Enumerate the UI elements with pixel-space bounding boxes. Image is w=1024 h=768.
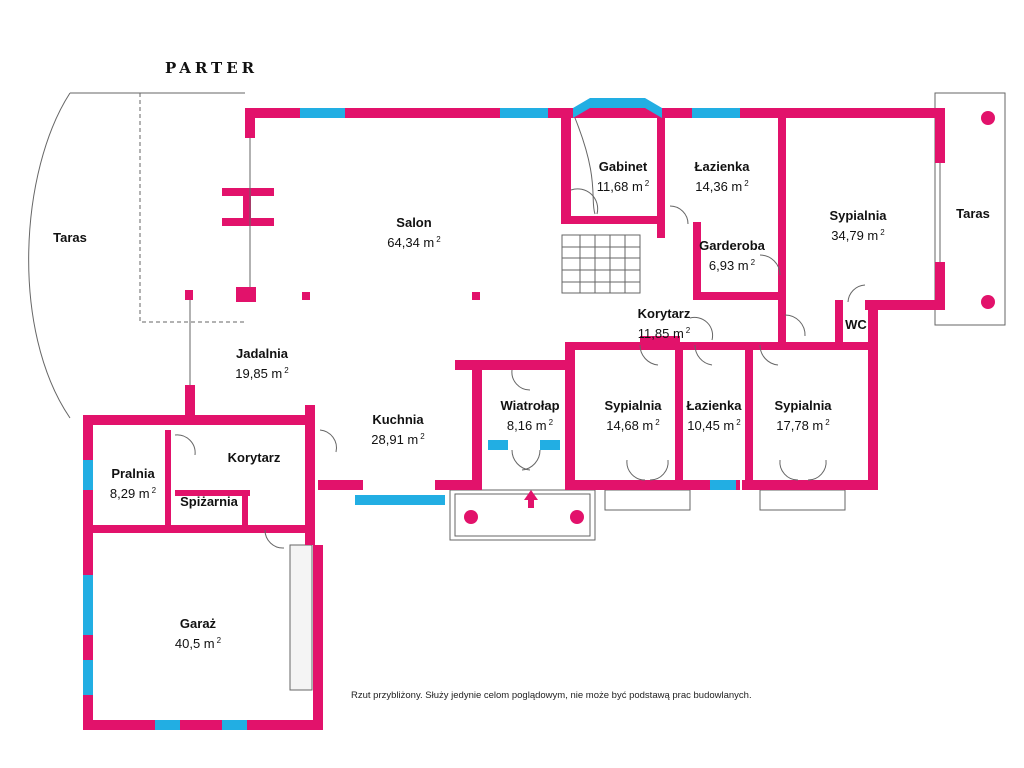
disclaimer-note: Rzut przybliżony. Służy jedynie celom po… [351, 690, 752, 701]
door-lines [174, 117, 941, 549]
room-name: Wiatrołap [500, 398, 560, 413]
room-name: Łazienka [686, 398, 742, 413]
windows [83, 98, 740, 730]
room-name: Korytarz [637, 306, 691, 321]
label-wc: WC [845, 317, 867, 332]
room-name: Łazienka [694, 159, 750, 174]
label-taras-left: Taras [53, 230, 87, 245]
floor-title: PARTER [165, 59, 259, 77]
room-name: Salon [396, 215, 432, 230]
room-name: Garaż [179, 616, 217, 631]
stairs [561, 234, 641, 294]
room-name: Garderoba [699, 238, 765, 253]
decor-dots [464, 111, 995, 524]
room-name: Sypialnia [774, 398, 832, 413]
porches [289, 489, 846, 691]
label-korytarz-small: Korytarz [227, 450, 281, 465]
walls [83, 108, 945, 730]
label-taras-right: Taras [956, 206, 990, 221]
room-name: Jadalnia [235, 346, 289, 361]
room-name: Sypialnia [604, 398, 662, 413]
left-terrace [28, 92, 245, 419]
label-spizarnia: Spiżarnia [180, 494, 238, 509]
room-name: Sypialnia [829, 208, 887, 223]
room-name: Pralnia [111, 466, 155, 481]
right-terrace [934, 92, 1006, 326]
room-name: Kuchnia [372, 412, 424, 427]
room-name: Gabinet [598, 159, 648, 174]
